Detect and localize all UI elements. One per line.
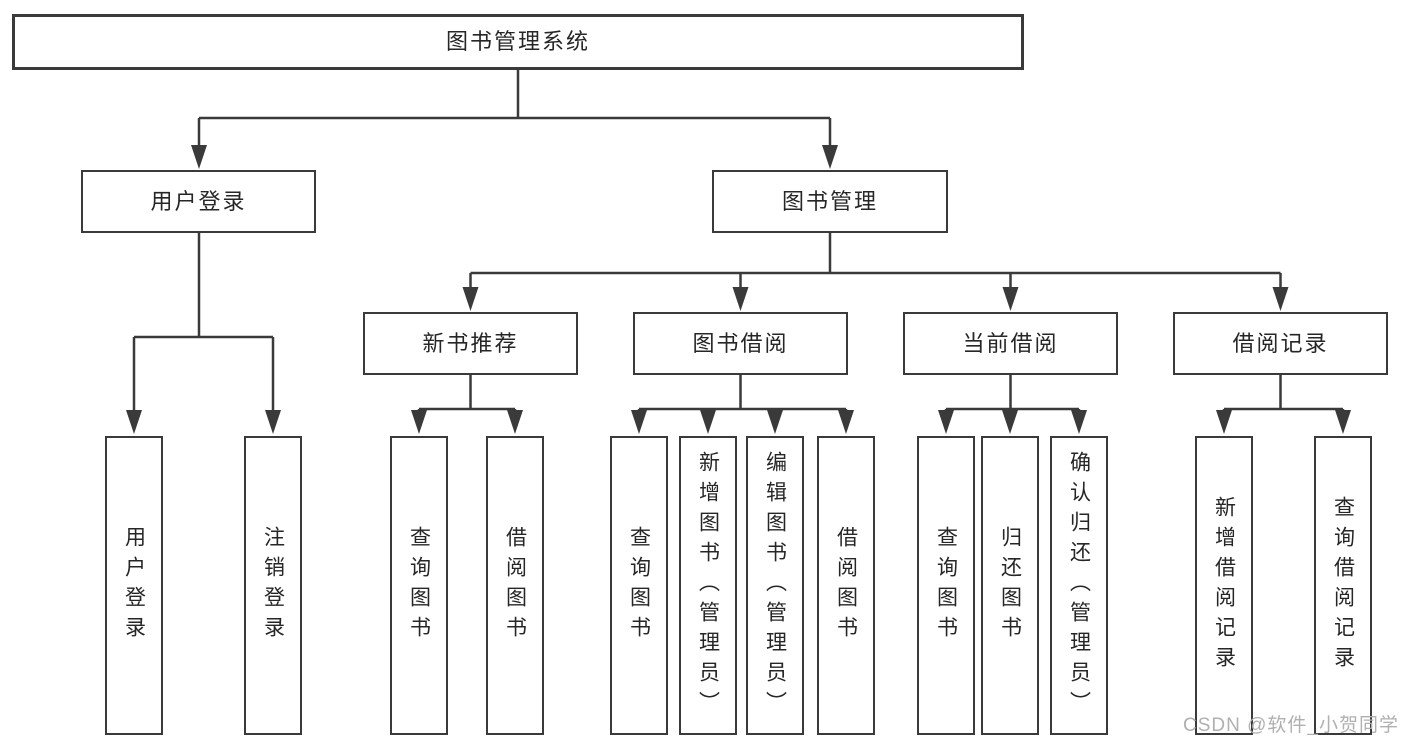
arrow-down-icon	[265, 410, 281, 434]
node-label: 当前借阅	[962, 330, 1059, 356]
arrow-down-icon	[938, 410, 954, 434]
arrow-down-icon	[732, 287, 749, 311]
leaf-add-borrow-record: 新增借阅记录	[1195, 436, 1253, 735]
node-label: 借阅图书	[503, 525, 527, 646]
node-label: 查询图书	[934, 525, 958, 646]
node-label: 用户登录	[150, 188, 247, 214]
leaf-query-borrow-record: 查询借阅记录	[1314, 436, 1372, 735]
node-label: 注销登录	[261, 525, 285, 646]
node-label: 查询图书	[627, 525, 651, 646]
arrow-down-icon	[462, 287, 479, 311]
node-book-management: 图书管理	[712, 170, 948, 233]
csdn-watermark: CSDN @软件_小贺同学	[1183, 715, 1399, 736]
node-label: 借阅图书	[834, 525, 858, 646]
arrow-down-icon	[767, 410, 783, 434]
arrow-down-icon	[700, 410, 716, 434]
node-label: 查询借阅记录	[1331, 495, 1355, 676]
arrow-down-icon	[822, 145, 838, 169]
arrow-down-icon	[411, 410, 427, 434]
node-label: 新增借阅记录	[1212, 495, 1236, 676]
leaf-confirm-return-admin: 确认归还（管理员）	[1050, 436, 1108, 735]
node-label: 借阅记录	[1232, 330, 1329, 356]
arrow-down-icon	[1071, 410, 1087, 434]
leaf-borrow-books-borrowing: 借阅图书	[817, 436, 875, 735]
node-library-management-system: 图书管理系统	[12, 14, 1024, 70]
node-book-borrowing: 图书借阅	[633, 312, 848, 375]
node-label: 图书管理	[781, 188, 878, 214]
leaf-query-books-recommend: 查询图书	[390, 436, 448, 735]
arrow-down-icon	[191, 145, 207, 169]
node-label: 新增图书（管理员）	[696, 450, 720, 721]
leaf-edit-book-admin: 编辑图书（管理员）	[746, 436, 804, 735]
node-label: 新书推荐	[422, 330, 519, 356]
leaf-return-books: 归还图书	[981, 436, 1039, 735]
leaf-borrow-books-recommend: 借阅图书	[486, 436, 544, 735]
node-label: 编辑图书（管理员）	[763, 450, 787, 721]
arrow-down-icon	[126, 410, 142, 434]
leaf-user-login: 用户登录	[105, 436, 163, 735]
node-label: 确认归还（管理员）	[1067, 450, 1091, 721]
arrow-down-icon	[1002, 287, 1019, 311]
node-new-book-recommendation: 新书推荐	[363, 312, 578, 375]
leaf-query-books-borrowing: 查询图书	[610, 436, 668, 735]
node-borrowing-records: 借阅记录	[1173, 312, 1388, 375]
arrow-down-icon	[507, 410, 523, 434]
node-label: 用户登录	[122, 525, 146, 646]
node-label: 查询图书	[407, 525, 431, 646]
arrow-down-icon	[1335, 410, 1351, 434]
node-label: 图书借阅	[692, 330, 789, 356]
arrow-down-icon	[1002, 410, 1018, 434]
node-user-login: 用户登录	[81, 170, 316, 233]
leaf-add-book-admin: 新增图书（管理员）	[679, 436, 737, 735]
node-current-borrowing: 当前借阅	[903, 312, 1118, 375]
arrow-down-icon	[1216, 410, 1232, 434]
leaf-logout: 注销登录	[244, 436, 302, 735]
arrow-down-icon	[631, 410, 647, 434]
arrow-down-icon	[838, 410, 854, 434]
node-label: 归还图书	[998, 525, 1022, 646]
leaf-query-books-current: 查询图书	[917, 436, 975, 735]
node-label: 图书管理系统	[445, 29, 590, 54]
arrow-down-icon	[1272, 287, 1289, 311]
